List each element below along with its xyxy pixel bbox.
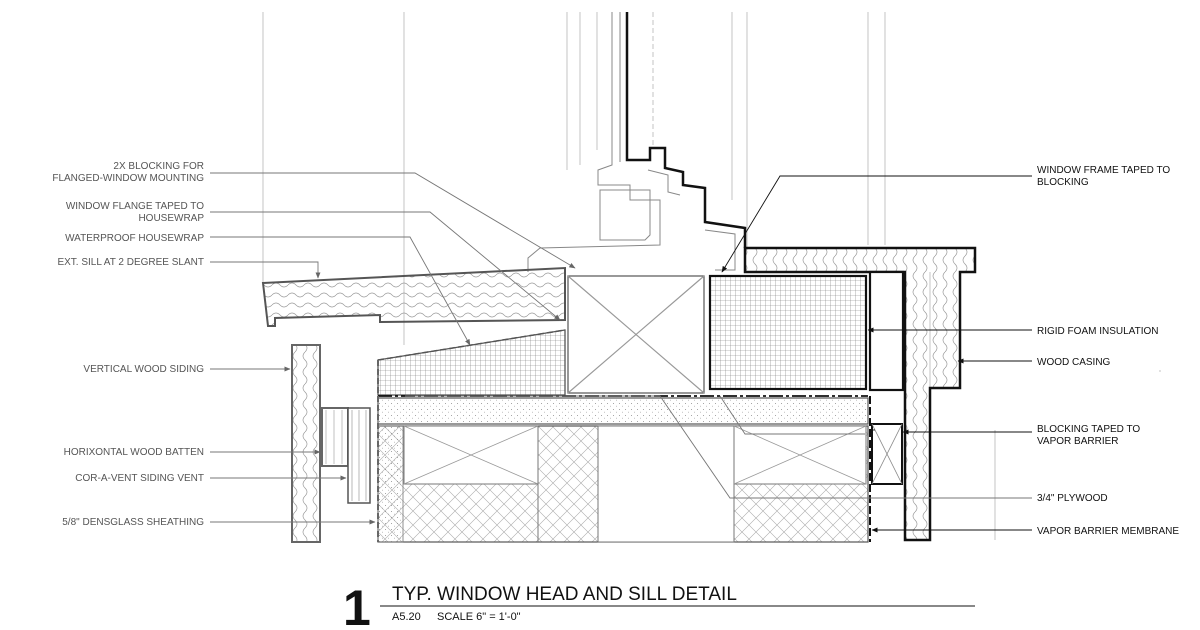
wall-framing <box>377 425 869 543</box>
label-siding: VERTICAL WOOD SIDING <box>83 364 204 375</box>
detail-number: 1 <box>343 580 371 630</box>
leaders-right <box>721 175 1032 533</box>
rigid-foam-insulation <box>708 274 868 391</box>
label-plywood: 3/4" PLYWOOD <box>1037 493 1108 504</box>
label-flange-line1: WINDOW FLANGE TAPED TO <box>66 201 204 212</box>
label-blocking-vb-line2: VAPOR BARRIER <box>1037 436 1119 447</box>
exterior-sill <box>261 266 566 327</box>
label-flange-line2: HOUSEWRAP <box>138 213 204 224</box>
label-ext-sill: EXT. SILL AT 2 DEGREE SLANT <box>57 257 204 268</box>
interior-blocking <box>869 396 903 542</box>
leaders-left <box>210 172 1032 525</box>
labels-left: 2X BLOCKING FOR FLANGED-WINDOW MOUNTING … <box>52 161 204 528</box>
label-casing: WOOD CASING <box>1037 357 1111 368</box>
sheet-reference: A5.20 <box>392 611 421 623</box>
label-frame-line2: BLOCKING <box>1037 177 1089 188</box>
exterior-cladding <box>291 344 379 543</box>
plywood-layer <box>377 397 869 425</box>
window-frame-profile <box>625 12 747 248</box>
label-blocking-line2: FLANGED-WINDOW MOUNTING <box>52 173 204 184</box>
casing-block <box>868 270 905 392</box>
sloped-subsill <box>377 329 566 396</box>
blocking-2x <box>567 275 705 394</box>
window-frame-thin <box>527 12 736 272</box>
detail-title: TYP. WINDOW HEAD AND SILL DETAIL <box>392 584 737 605</box>
label-sheathing: 5/8" DENSGLASS SHEATHING <box>62 517 204 528</box>
label-blocking-vb-line1: BLOCKING TAPED TO <box>1037 424 1140 435</box>
label-membrane: VAPOR BARRIER MEMBRANE <box>1037 526 1179 537</box>
label-batten: HORIXONTAL WOOD BATTEN <box>64 447 204 458</box>
label-blocking-line1: 2X BLOCKING FOR <box>113 161 204 172</box>
labels-right: WINDOW FRAME TAPED TO BLOCKING RIGID FOA… <box>1037 165 1179 537</box>
title-block: 1 TYP. WINDOW HEAD AND SILL DETAIL A5.20… <box>343 580 975 630</box>
label-vent: COR-A-VENT SIDING VENT <box>75 473 204 484</box>
wood-casing <box>743 246 977 542</box>
label-frame-line1: WINDOW FRAME TAPED TO <box>1037 165 1170 176</box>
label-housewrap: WATERPROOF HOUSEWRAP <box>65 233 204 244</box>
detail-scale: SCALE 6" = 1'-0" <box>437 611 521 623</box>
label-foam: RIGID FOAM INSULATION <box>1037 326 1159 337</box>
